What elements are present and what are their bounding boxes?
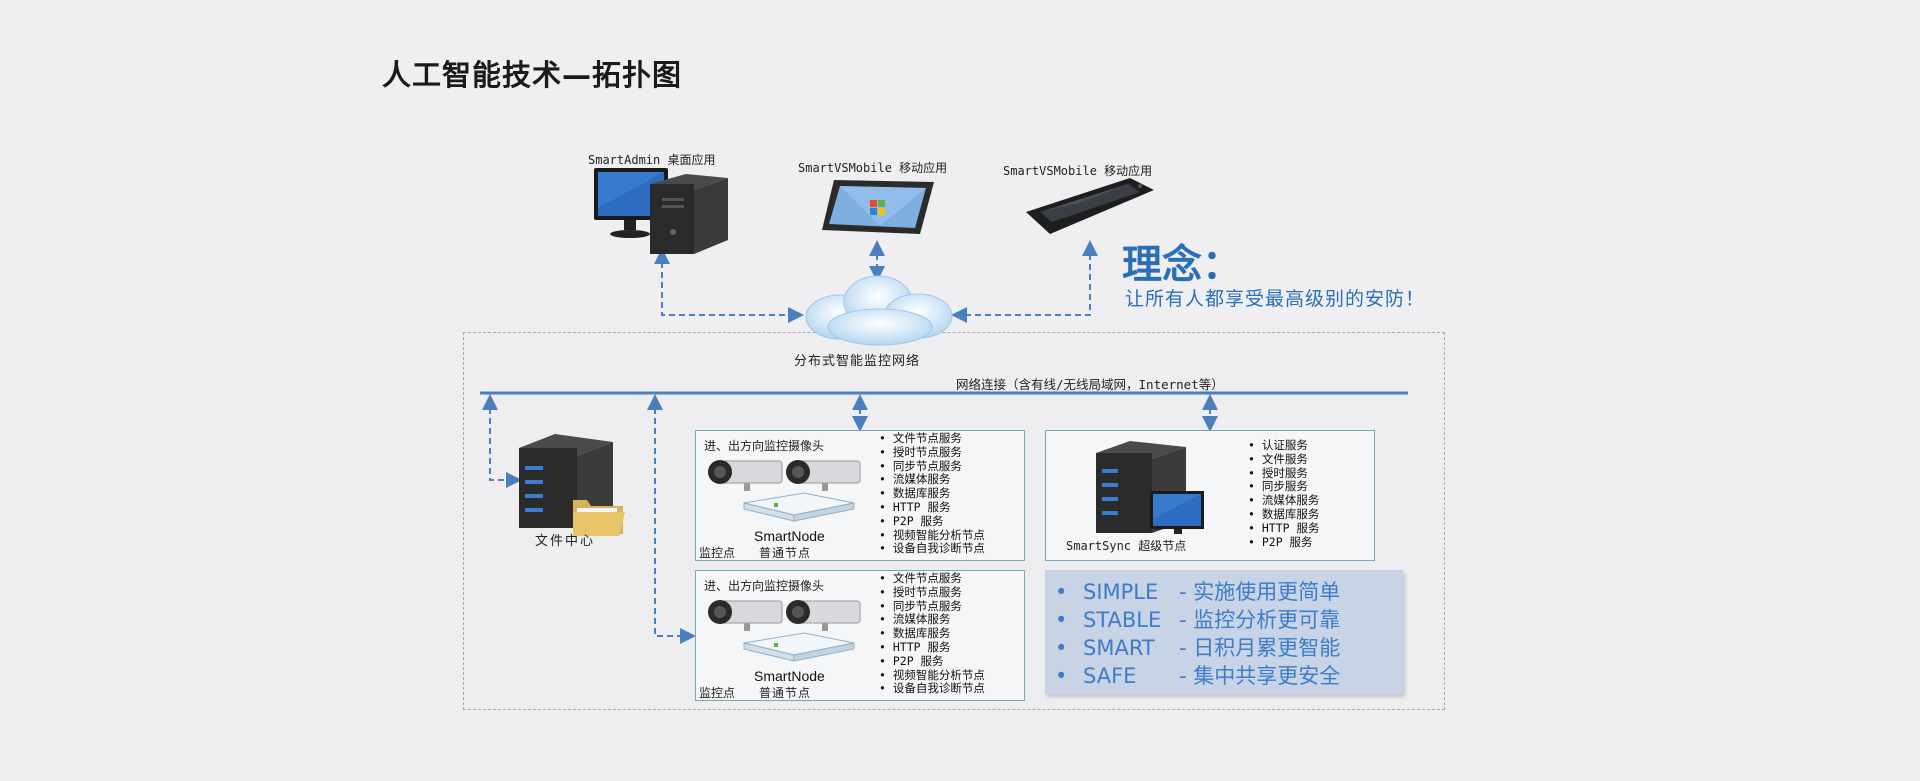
monitor-point-label: 监控点	[699, 686, 736, 700]
network-connection-label: 网络连接（含有线/无线局域网，Internet等）	[956, 377, 1224, 392]
service-item: 数据库服务	[1248, 507, 1320, 522]
motto-key: SIMPLE	[1083, 580, 1159, 604]
motto-row: •SMART- 日积月累更智能	[1055, 636, 1341, 660]
smartsync-panel: SmartSync 超级节点 认证服务 文件服务 授时服务 同步服务 流媒体服务…	[1045, 430, 1375, 561]
motto-row: •SAFE- 集中共享更安全	[1055, 664, 1341, 688]
service-item: 流媒体服务	[879, 473, 985, 487]
smartphone-icon	[1026, 178, 1154, 234]
page-title: 人工智能技术—拓扑图	[382, 58, 683, 92]
cloud-label: 分布式智能监控网络	[794, 354, 921, 369]
service-item: P2P 服务	[879, 654, 985, 669]
phone-device-label: SmartVSMobile 移动应用	[1003, 164, 1153, 178]
camera-icon	[708, 600, 861, 662]
motto-key: SAFE	[1083, 664, 1137, 688]
motto-text: - 集中共享更安全	[1179, 664, 1341, 688]
file-server-icon	[519, 434, 625, 536]
service-item: 同步节点服务	[879, 459, 985, 474]
service-item: 设备自我诊断节点	[879, 682, 985, 696]
motto-box: •SIMPLE- 实施使用更简单 •STABLE- 监控分析更可靠 •SMART…	[1045, 570, 1403, 694]
smartnode-panel-2: 进、出方向监控摄像头 SmartNode 监控点 普通节点 文件节点服务 授时节…	[695, 570, 1025, 701]
service-item: HTTP 服务	[1248, 521, 1320, 536]
motto-text: - 日积月累更智能	[1179, 636, 1341, 660]
service-item: 授时节点服务	[879, 445, 985, 460]
monitor-point-label: 监控点	[699, 546, 736, 560]
smartnode-service-list: 文件节点服务 授时节点服务 同步节点服务 流媒体服务 数据库服务 HTTP 服务…	[879, 571, 985, 696]
tablet-icon	[822, 180, 934, 234]
service-item: 同步服务	[1248, 480, 1319, 494]
service-item: HTTP 服务	[879, 640, 985, 655]
smartnode-service-list: 文件节点服务 授时节点服务 同步节点服务 流媒体服务 数据库服务 HTTP 服务…	[879, 431, 985, 556]
service-item: 流媒体服务	[879, 613, 985, 627]
motto-text: - 实施使用更简单	[1179, 580, 1341, 604]
motto-key: SMART	[1083, 636, 1155, 660]
smartnode-name: SmartNode	[754, 528, 825, 544]
admin-device-label: SmartAdmin 桌面应用	[588, 153, 716, 167]
concept-title: 理念：	[1122, 242, 1242, 288]
smartsync-label: SmartSync 超级节点	[1066, 539, 1187, 553]
service-item: 流媒体服务	[1248, 493, 1320, 508]
service-item: 同步节点服务	[879, 599, 985, 614]
motto-text: - 监控分析更可靠	[1179, 608, 1341, 632]
smartnode-name: SmartNode	[754, 668, 825, 684]
service-item: HTTP 服务	[879, 500, 985, 515]
tablet-device-label: SmartVSMobile 移动应用	[798, 161, 948, 175]
camera-icon	[708, 460, 861, 522]
file-center-label: 文件中心	[535, 534, 596, 549]
motto-row: •SIMPLE- 实施使用更简单	[1055, 580, 1341, 604]
service-item: 认证服务	[1248, 438, 1319, 453]
concept-subtitle: 让所有人都享受最高级别的安防！	[1125, 288, 1426, 310]
service-item: 数据库服务	[879, 626, 985, 641]
camera-label: 进、出方向监控摄像头	[704, 579, 825, 593]
motto-key: STABLE	[1083, 608, 1162, 632]
cloud-icon	[805, 275, 953, 346]
service-item: 授时服务	[1248, 466, 1319, 481]
node-type-label: 普通节点	[759, 546, 812, 560]
service-item: P2P 服务	[879, 514, 985, 529]
service-item: 授时节点服务	[879, 585, 985, 600]
service-item: 视频智能分析节点	[879, 668, 985, 683]
service-item: 视频智能分析节点	[879, 528, 985, 543]
smartsync-service-list: 认证服务 文件服务 授时服务 同步服务 流媒体服务 数据库服务 HTTP 服务 …	[1248, 438, 1320, 550]
desktop-computer-icon	[594, 168, 728, 254]
service-item: 文件节点服务	[879, 431, 985, 446]
service-item: P2P 服务	[1248, 535, 1319, 550]
service-item: 设备自我诊断节点	[879, 542, 985, 556]
service-item: 文件服务	[1248, 452, 1319, 467]
smartnode-panel-1: 进、出方向监控摄像头 SmartNode 监控点 普通节点 文件节点服务 授时节…	[695, 430, 1025, 561]
camera-label: 进、出方向监控摄像头	[704, 439, 825, 453]
super-node-server-icon	[1096, 441, 1204, 534]
service-item: 数据库服务	[879, 486, 985, 501]
service-item: 文件节点服务	[879, 571, 985, 586]
node-type-label: 普通节点	[759, 686, 812, 700]
motto-row: •STABLE- 监控分析更可靠	[1055, 608, 1341, 632]
